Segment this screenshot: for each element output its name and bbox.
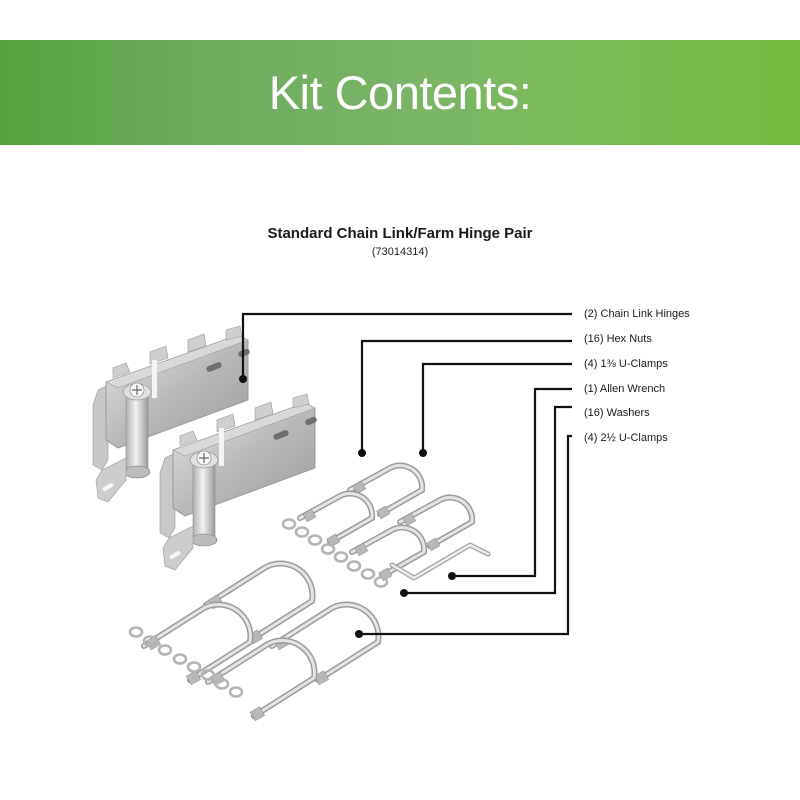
leader-hex-nuts [360, 339, 572, 453]
leader-washers [404, 405, 572, 595]
u-clamp-small-icon [300, 466, 472, 581]
leader-allen-wrench [452, 387, 572, 578]
leader-u-clamps-small [421, 362, 572, 453]
kit-contents-banner: Kit Contents: [0, 40, 800, 145]
label-allen-wrench: (1) Allen Wrench [584, 383, 666, 395]
product-title: Standard Chain Link/Farm Hinge Pair [267, 225, 533, 242]
label-hex-nuts: (16) Hex Nuts [584, 333, 652, 345]
label-chain-link-hinges: (2) Chain Link Hinges [584, 308, 690, 320]
label-u-clamps-small: (4) 1⅜ U-Clamps [584, 358, 668, 370]
label-washers: (16) Washers [584, 407, 650, 419]
washer-icon [281, 518, 389, 588]
banner-title: Kit Contents: [268, 66, 532, 119]
allen-wrench-icon [389, 542, 491, 581]
leader-hinges [241, 312, 572, 379]
leader-dots [239, 375, 456, 638]
product-sku: (73014314) [371, 246, 429, 258]
leader-lines [241, 312, 572, 636]
washer-icon-2 [128, 626, 244, 698]
label-u-clamps-large: (4) 2½ U-Clamps [584, 432, 668, 444]
hinge-icon [92, 325, 319, 571]
u-clamp-large-icon [144, 564, 378, 721]
leader-u-clamps-large [359, 434, 572, 636]
